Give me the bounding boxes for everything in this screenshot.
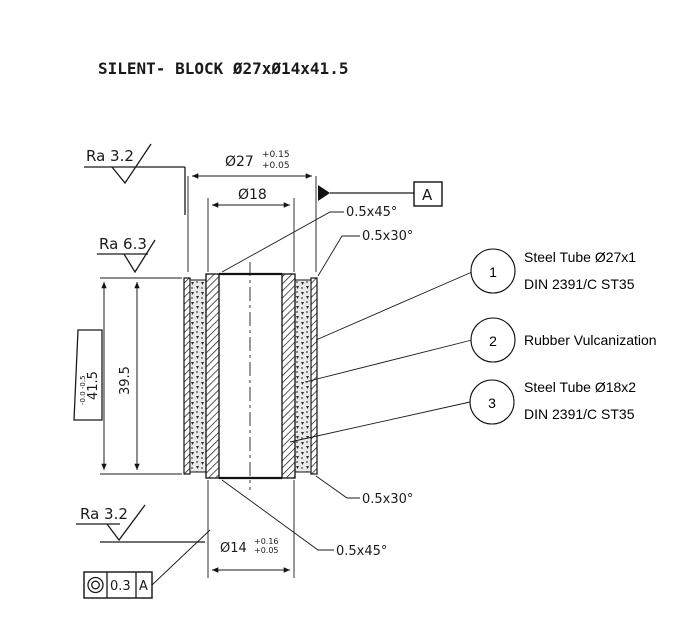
section-view bbox=[183, 262, 318, 490]
callout-1-line1: Steel Tube Ø27x1 bbox=[524, 249, 636, 265]
callout-2-number: 2 bbox=[489, 333, 497, 349]
concentricity-icon bbox=[87, 576, 104, 594]
outer-tol-upper: +0.15 bbox=[262, 150, 290, 160]
callout-1-leader bbox=[315, 271, 473, 341]
callout-3-number: 3 bbox=[488, 395, 496, 411]
inner-diameter-label: Ø14 bbox=[220, 541, 247, 556]
roughness-label-bottom: Ra 3.2 bbox=[80, 505, 128, 523]
roughness-symbol-mid: Ra 6.3 bbox=[97, 235, 156, 274]
callout-2: 2 Rubber Vulcanization bbox=[470, 317, 657, 363]
inner-tol-upper: +0.16 bbox=[254, 537, 279, 546]
roughness-label-top: Ra 3.2 bbox=[86, 147, 134, 165]
overall-length-label: 41.5 bbox=[86, 371, 101, 400]
rubber-length-label: 39.5 bbox=[118, 366, 133, 395]
callout-2-line1: Rubber Vulcanization bbox=[524, 332, 657, 348]
outer-diameter-dimension: Ø27 +0.15 +0.05 bbox=[187, 150, 317, 272]
concentricity-frame: 0.3 A bbox=[83, 529, 211, 599]
datum-reference: A bbox=[318, 181, 443, 207]
callout-3-leader bbox=[289, 401, 471, 443]
callout-1-number: 1 bbox=[489, 264, 497, 280]
chamfer-bottom-outer-label: 0.5x30° bbox=[362, 492, 413, 507]
inner-diameter-dimension: Ø14 +0.16 +0.05 bbox=[207, 480, 295, 578]
mid-diameter-dimension: Ø18 bbox=[207, 187, 295, 272]
callout-1-line2: DIN 2391/C ST35 bbox=[524, 276, 635, 292]
mid-diameter-label: Ø18 bbox=[238, 187, 267, 203]
drawing-title: SILENT- BLOCK Ø27xØ14x41.5 bbox=[98, 59, 348, 78]
callout-3: 3 Steel Tube Ø18x2 DIN 2391/C ST35 bbox=[469, 379, 636, 425]
overall-length-tol: -0.0 -0.5 bbox=[79, 375, 87, 405]
callout-2-leader bbox=[304, 339, 473, 383]
overall-length-dimension: 41.5 -0.0 -0.5 bbox=[73, 282, 107, 470]
roughness-symbol-top: Ra 3.2 bbox=[84, 143, 186, 215]
roughness-label-mid: Ra 6.3 bbox=[99, 235, 147, 253]
tolerance-value: 0.3 bbox=[110, 579, 131, 594]
tolerance-datum: A bbox=[139, 579, 148, 594]
inner-tol-lower: +0.05 bbox=[254, 546, 279, 555]
chamfer-bottom-inner-label: 0.5x45° bbox=[336, 544, 387, 559]
chamfer-top-inner: 0.5x45° bbox=[221, 205, 397, 273]
datum-label: A bbox=[422, 186, 433, 204]
callout-3-line2: DIN 2391/C ST35 bbox=[524, 406, 635, 422]
outer-tol-lower: +0.05 bbox=[262, 161, 290, 171]
chamfer-top-inner-label: 0.5x45° bbox=[346, 205, 397, 220]
chamfer-top-outer: 0.5x30° bbox=[317, 229, 413, 277]
rubber-length-dimension: 39.5 bbox=[100, 277, 182, 475]
outer-diameter-label: Ø27 bbox=[225, 154, 254, 170]
roughness-symbol-bottom: Ra 3.2 bbox=[76, 504, 205, 543]
callout-3-line1: Steel Tube Ø18x2 bbox=[524, 379, 636, 395]
callout-1: 1 Steel Tube Ø27x1 DIN 2391/C ST35 bbox=[470, 248, 636, 294]
chamfer-bottom-outer: 0.5x30° bbox=[315, 475, 413, 507]
chamfer-top-outer-label: 0.5x30° bbox=[362, 229, 413, 244]
chamfer-bottom-inner: 0.5x45° bbox=[221, 479, 387, 559]
